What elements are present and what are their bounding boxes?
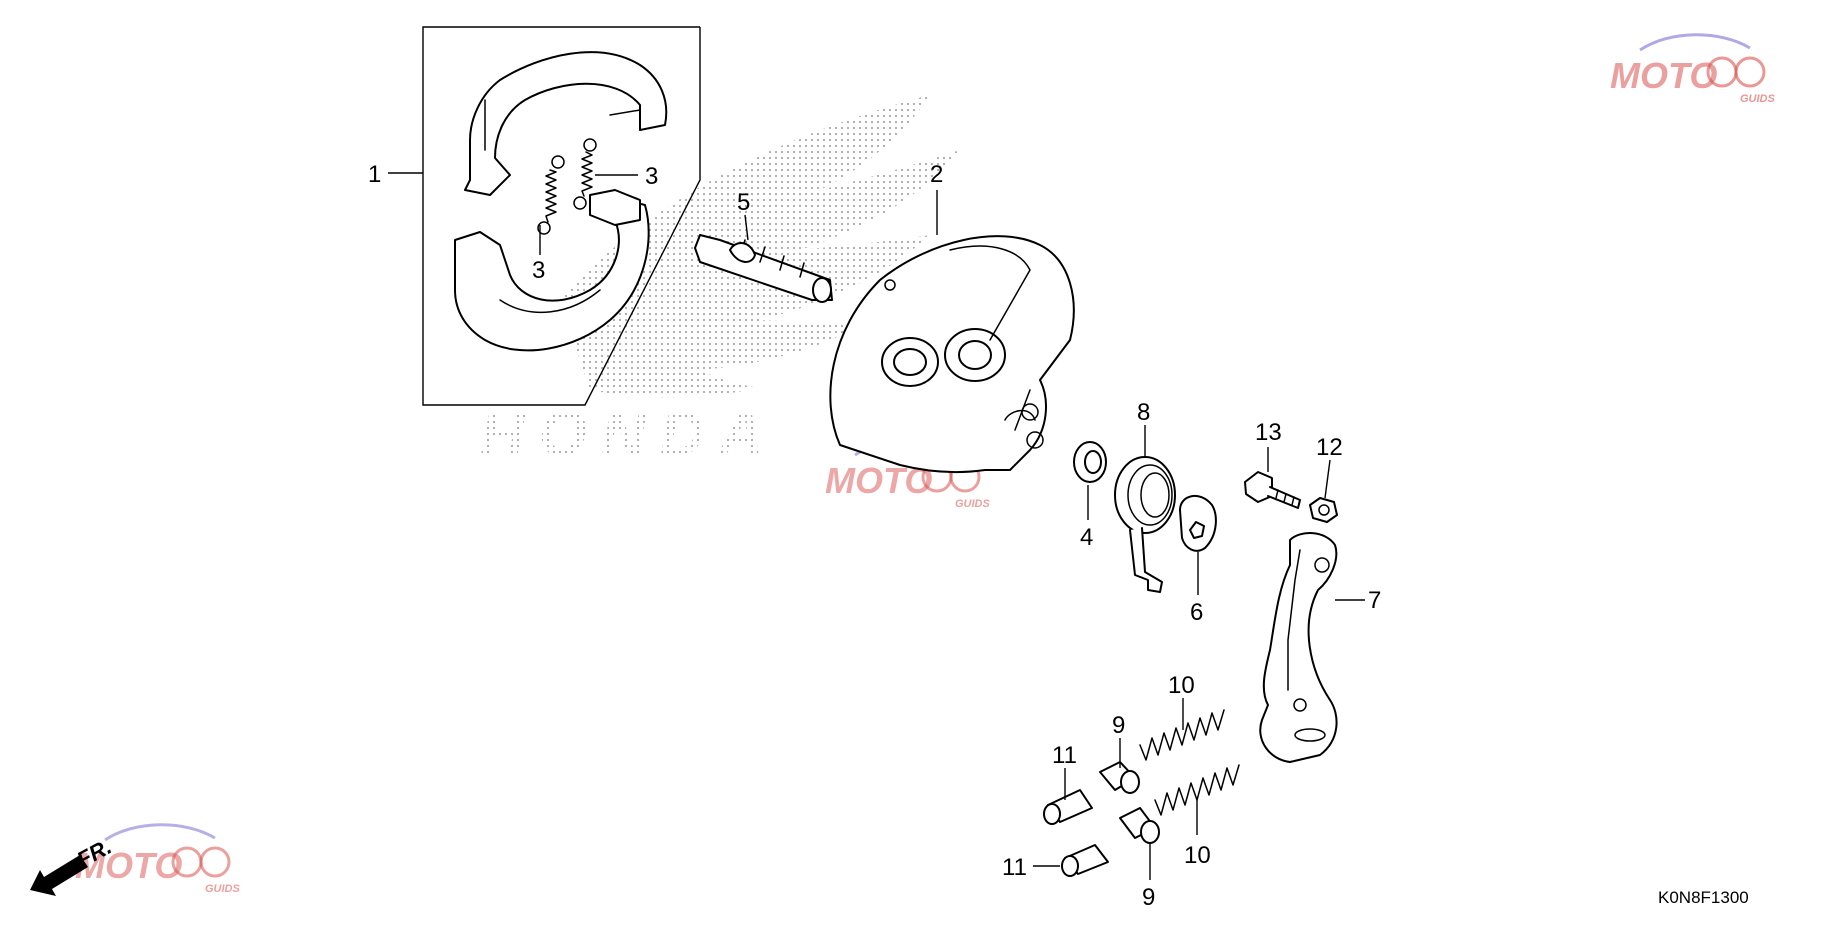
part-spring-left <box>537 155 565 235</box>
callout-12: 12 <box>1316 434 1343 461</box>
part-collar-upper <box>1043 789 1093 825</box>
watermark-brand: MOTO <box>75 845 182 886</box>
part-pin-upper <box>1099 761 1140 794</box>
callout-4: 4 <box>1080 524 1093 551</box>
part-bolt <box>1244 471 1301 509</box>
part-brake-shoe-upper <box>464 51 668 196</box>
part-collar-lower <box>1061 844 1109 877</box>
part-cam-shaft <box>694 234 833 303</box>
callout-5: 5 <box>737 189 750 216</box>
callout-labels: 1 2 3 3 4 5 6 7 8 9 9 10 10 11 11 12 13 <box>368 161 1381 911</box>
part-spring-upper <box>1139 709 1225 761</box>
watermark-bottom-left: MOTO GUIDS <box>75 823 241 895</box>
watermark-sub: GUIDS <box>955 498 991 510</box>
part-return-spring <box>1114 456 1176 593</box>
callout-8: 8 <box>1137 399 1150 426</box>
honda-wordmark: HONDA <box>480 400 777 469</box>
callout-10-upper: 10 <box>1168 672 1195 699</box>
watermark-top-right: MOTO GUIDS <box>1610 33 1776 105</box>
callout-13: 13 <box>1255 419 1282 446</box>
watermark-brand: MOTO <box>1610 55 1717 96</box>
callout-9-upper: 9 <box>1112 712 1125 739</box>
callout-3-lower: 3 <box>532 257 545 284</box>
part-brake-arm <box>1259 532 1338 763</box>
callout-6: 6 <box>1190 599 1203 626</box>
callout-11-lower: 11 <box>1002 854 1027 881</box>
part-spring-right <box>573 138 597 210</box>
callout-2: 2 <box>930 161 943 188</box>
drawing-code: K0N8F1300 <box>1658 888 1749 907</box>
callout-10-lower: 10 <box>1184 842 1211 869</box>
watermark-sub: GUIDS <box>1740 93 1776 105</box>
arrow-down-left-icon <box>30 855 88 896</box>
part-indicator-plate <box>1179 495 1217 552</box>
part-seal-washer <box>1073 441 1107 483</box>
callout-1: 1 <box>368 161 381 188</box>
callout-9-lower: 9 <box>1142 884 1155 911</box>
assembly-bracket <box>422 26 701 406</box>
part-brake-shoe-lower <box>454 189 650 352</box>
part-pin-lower <box>1119 807 1160 844</box>
callout-7: 7 <box>1368 587 1381 614</box>
watermark-sub: GUIDS <box>205 883 241 895</box>
part-nut <box>1309 497 1338 523</box>
leader-lines <box>388 172 1365 880</box>
callout-3-upper: 3 <box>645 163 658 190</box>
part-brake-panel <box>829 235 1075 474</box>
callout-11-upper: 11 <box>1052 742 1077 769</box>
